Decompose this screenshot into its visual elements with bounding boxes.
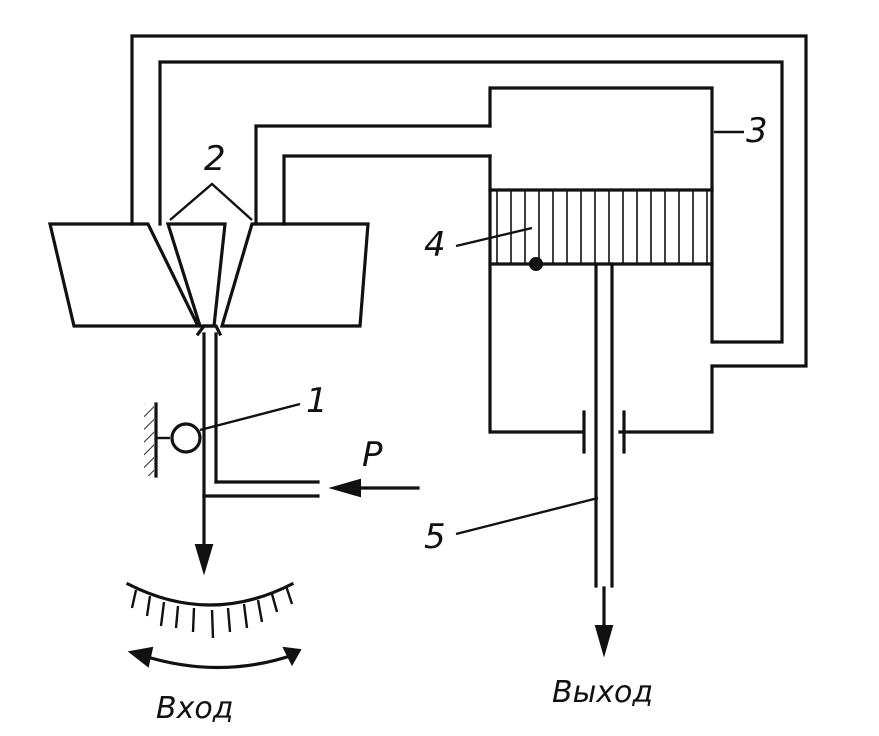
nozzle-block <box>47 222 370 328</box>
label-input: Вход <box>156 691 233 726</box>
label-2: 2 <box>204 139 226 179</box>
input-lever <box>194 324 320 576</box>
label-force: P <box>362 435 383 475</box>
pivot-support <box>144 402 202 478</box>
label-4: 4 <box>424 225 446 265</box>
label-output: Выход <box>552 675 653 710</box>
force-arrow <box>328 478 420 498</box>
piston <box>488 190 714 271</box>
label-1: 1 <box>306 381 328 421</box>
leader-1 <box>199 402 301 432</box>
nozzle-marker-triangle <box>169 182 253 221</box>
output-arrow <box>594 586 614 658</box>
input-motion-arrow <box>127 646 302 670</box>
piston-rod <box>582 262 626 588</box>
label-5: 5 <box>424 517 446 557</box>
outer-pipe <box>130 34 808 368</box>
label-3: 3 <box>746 111 768 151</box>
leader-5 <box>455 496 599 536</box>
leader-4 <box>455 226 533 248</box>
piston-joint-dot <box>529 257 543 271</box>
pivot-roller <box>170 422 202 454</box>
input-scale <box>125 581 295 639</box>
inner-pipe <box>254 124 492 226</box>
